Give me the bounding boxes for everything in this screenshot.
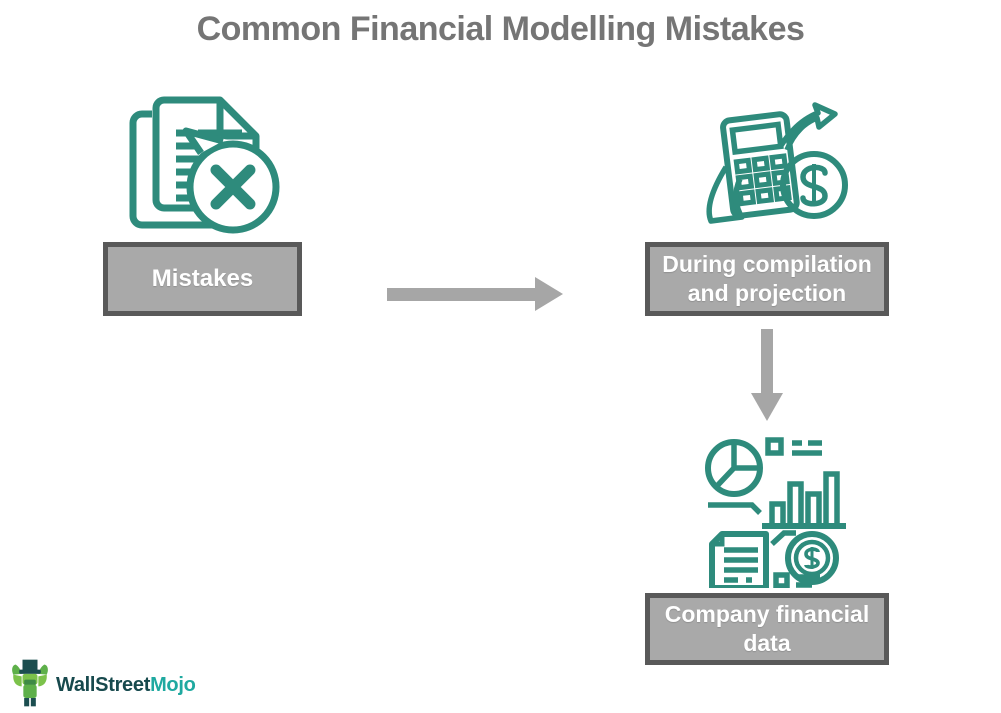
- wallstreetmojo-logo: WallStreetMojo: [10, 656, 196, 713]
- page-title: Common Financial Modelling Mistakes: [196, 10, 805, 48]
- arrow-down-shaft: [761, 329, 773, 393]
- logo-wordmark: WallStreetMojo: [56, 674, 196, 697]
- during-node-label: During compilation and projection: [662, 251, 872, 306]
- company-node: Company financial data: [645, 593, 889, 665]
- arrow-down-connector: [751, 329, 783, 421]
- logo-text-accent: Mojo: [150, 674, 196, 696]
- company-node-label: Company financial data: [664, 601, 870, 656]
- calculator-money-icon: [690, 101, 848, 233]
- financial-charts-icon: [700, 432, 848, 591]
- logo-text-primary: WallStreet: [56, 674, 151, 696]
- wallstreetmojo-mascot-icon: [10, 656, 50, 713]
- arrow-right-shaft: [387, 287, 535, 301]
- during-node: During compilation and projection: [645, 242, 889, 316]
- arrow-right-connector: [387, 277, 563, 311]
- arrow-right-head: [535, 277, 563, 311]
- mistakes-node-label: Mistakes: [151, 265, 254, 292]
- arrow-down-head: [751, 393, 783, 421]
- document-error-icon: [112, 86, 282, 236]
- mistakes-node: Mistakes: [103, 242, 302, 316]
